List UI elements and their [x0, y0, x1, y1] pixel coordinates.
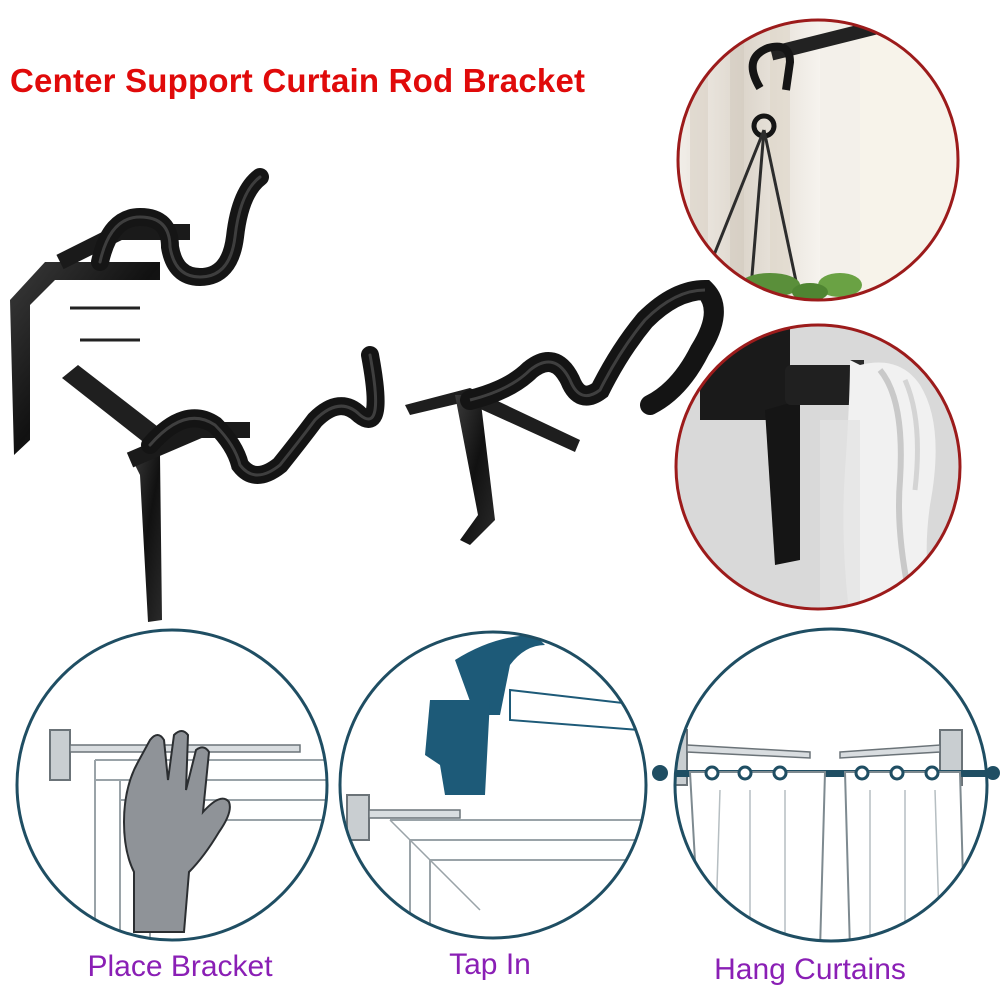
hand-icon	[122, 730, 231, 933]
photo-bracket-curtain	[674, 323, 962, 611]
double-bracket-icon	[10, 168, 269, 455]
step-tap-in-illustration	[338, 630, 648, 940]
step-label-hang-curtains: Hang Curtains	[714, 953, 906, 986]
hammer-icon	[425, 635, 641, 795]
double-bracket-icon-3	[405, 279, 724, 545]
step-label-tap-in: Tap In	[449, 948, 531, 981]
double-bracket-icon-2	[62, 346, 385, 622]
step-label-place-bracket: Place Bracket	[87, 950, 273, 983]
step-place-bracket-illustration	[15, 628, 329, 942]
page-title: Center Support Curtain Rod Bracket	[10, 62, 586, 99]
step-hang-curtains-illustration	[652, 627, 1000, 943]
photo-hanging-plant	[676, 18, 960, 302]
